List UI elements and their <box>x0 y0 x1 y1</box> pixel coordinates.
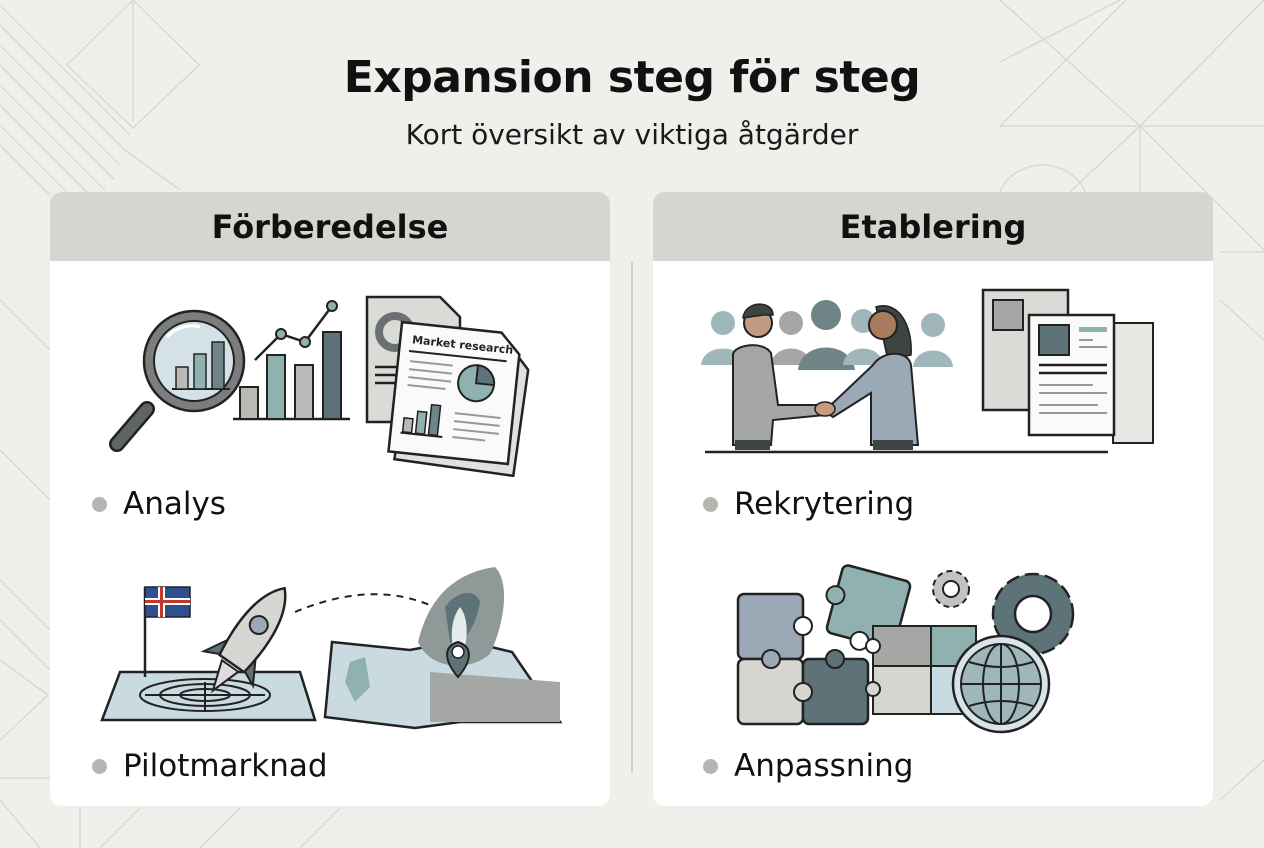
step-anpassning: Anpassning <box>703 748 913 784</box>
cv-documents-icon <box>981 288 1154 444</box>
bullet-dot-icon <box>92 496 107 512</box>
bar-line-chart-icon <box>233 300 350 421</box>
step-label: Analys <box>123 486 226 522</box>
step-label: Anpassning <box>734 748 914 784</box>
column-divider <box>631 262 633 772</box>
crowd-silhouettes-icon <box>701 300 953 370</box>
card-etablering: Etablering <box>653 192 1213 806</box>
bullet-dot-icon <box>703 496 718 512</box>
bullet-dot-icon <box>703 758 718 774</box>
bullet-dot-icon <box>92 758 107 774</box>
step-analys: Analys <box>92 486 226 522</box>
page-title: Expansion steg för steg <box>343 52 921 103</box>
target-map-icon <box>100 670 317 722</box>
handshake-icon <box>732 303 920 450</box>
gears-icon <box>932 570 1075 656</box>
step-pilotmarknad: Pilotmarknad <box>92 748 328 784</box>
market-research-report-icon: Market research <box>365 295 530 477</box>
recruitment-illustration <box>701 288 1154 454</box>
card-forberedelse: Förberedelse <box>50 192 610 806</box>
puzzle-cluster-icon <box>865 625 977 715</box>
pilot-market-illustration <box>100 567 563 730</box>
page-subtitle: Kort översikt av viktiga åtgärder <box>405 118 859 151</box>
iceland-flag-icon <box>143 586 191 677</box>
adaptation-illustration <box>736 564 1075 734</box>
globe-icon <box>951 634 1051 734</box>
step-label: Pilotmarknad <box>123 748 328 784</box>
analysis-illustration: Market research <box>109 295 530 477</box>
rocket-icon <box>200 586 287 694</box>
card-heading: Förberedelse <box>50 192 610 261</box>
card-heading: Etablering <box>653 192 1213 261</box>
step-rekrytering: Rekrytering <box>703 486 914 522</box>
nordic-map-pin-icon <box>323 567 563 730</box>
magnifier-chart-icon <box>109 309 246 452</box>
step-label: Rekrytering <box>734 486 915 522</box>
